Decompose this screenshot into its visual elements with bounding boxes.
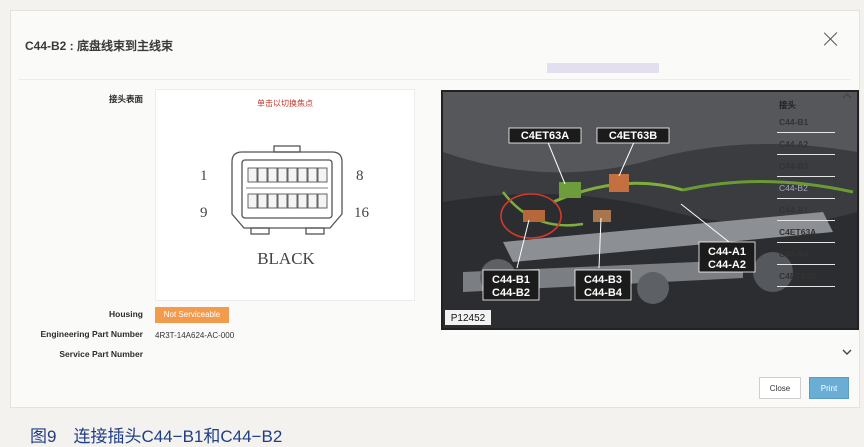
photo-id: P12452 <box>451 313 486 324</box>
connector-item-c44-b2[interactable]: C44-B2 <box>777 177 835 199</box>
pin-label-1: 1 <box>200 168 208 184</box>
close-icon[interactable] <box>821 29 841 49</box>
connector-item-c4et63b[interactable]: C4ET63B <box>777 265 835 287</box>
housing-label: Housing <box>109 309 143 319</box>
close-button[interactable]: Close <box>759 377 801 399</box>
pin-label-8: 8 <box>356 168 364 184</box>
print-button[interactable]: Print <box>809 377 849 399</box>
pin-cavities <box>247 167 328 209</box>
connector-color-label: BLACK <box>257 249 315 268</box>
callout-c44-a2: C44-A2 <box>708 259 746 271</box>
scroll-down-chevron-icon[interactable] <box>841 347 853 357</box>
connector-list-heading: 接头 <box>779 100 797 110</box>
connector-pinout-diagram: 1 8 9 16 <box>200 145 370 268</box>
engineering-part-number-value: 4R3T-14A624-AC-000 <box>155 331 235 340</box>
callout-c44-a1: C44-A1 <box>708 246 746 258</box>
connector-face-label: 接头表面 <box>108 94 143 104</box>
callout-c44-b1: C44-B1 <box>492 274 530 286</box>
connector-list: C44-B1 C44-A2 C44-B3 C44-B2 C44-A1 C4ET6… <box>777 111 835 287</box>
connector-item-c44-b1[interactable]: C44-B1 <box>777 111 835 133</box>
callout-c4et63b: C4ET63B <box>609 130 657 142</box>
photo-illustration: C4ET63A C4ET63B C44-B1 C44-B2 C44-B3 C44… <box>443 92 857 328</box>
connector-dialog: C44-B2 : 底盘线束到主线束 接头表面 Housing Engineeri… <box>10 10 860 408</box>
engineering-part-number-label: Engineering Part Number <box>40 329 144 339</box>
connector-item-c4et63a[interactable]: C4ET63A <box>777 221 835 243</box>
connector-item-c44-a2[interactable]: C44-A2 <box>777 133 835 155</box>
scroll-up-chevron-icon[interactable] <box>841 91 853 101</box>
toggle-focus-hint: 单击以切换焦点 <box>257 99 313 108</box>
callout-c44-b2: C44-B2 <box>492 287 530 299</box>
callout-c44-b4: C44-B4 <box>584 287 623 299</box>
pin-label-16: 16 <box>354 205 370 221</box>
connector-face-panel[interactable]: 单击以切换焦点 1 8 9 16 <box>155 89 415 301</box>
dialog-title: C44-B2 : 底盘线束到主线束 <box>25 39 174 53</box>
callout-c44-b3: C44-B3 <box>584 274 622 286</box>
connector-item-c44-b3[interactable]: C44-B3 <box>777 155 835 177</box>
connector-body <box>231 145 343 235</box>
figure-caption: 图9 连接插头C44−B1和C44−B2 <box>30 427 283 446</box>
pin-label-9: 9 <box>200 205 208 221</box>
service-part-number-label: Service Part Number <box>59 349 143 359</box>
vehicle-location-photo: C4ET63A C4ET63B C44-B1 C44-B2 C44-B3 C44… <box>441 90 859 330</box>
header-divider <box>19 79 851 80</box>
callout-c4et63a: C4ET63A <box>521 130 569 142</box>
housing-status-badge: Not Serviceable <box>155 307 229 323</box>
header-highlight <box>547 63 659 73</box>
connector-item-c44-a1[interactable]: C44-A1 <box>777 199 835 221</box>
callout-labels: C4ET63A C4ET63B C44-B1 C44-B2 C44-B3 C44… <box>445 127 756 325</box>
connector-item-c44-b4[interactable]: C44-B4 <box>777 243 835 265</box>
